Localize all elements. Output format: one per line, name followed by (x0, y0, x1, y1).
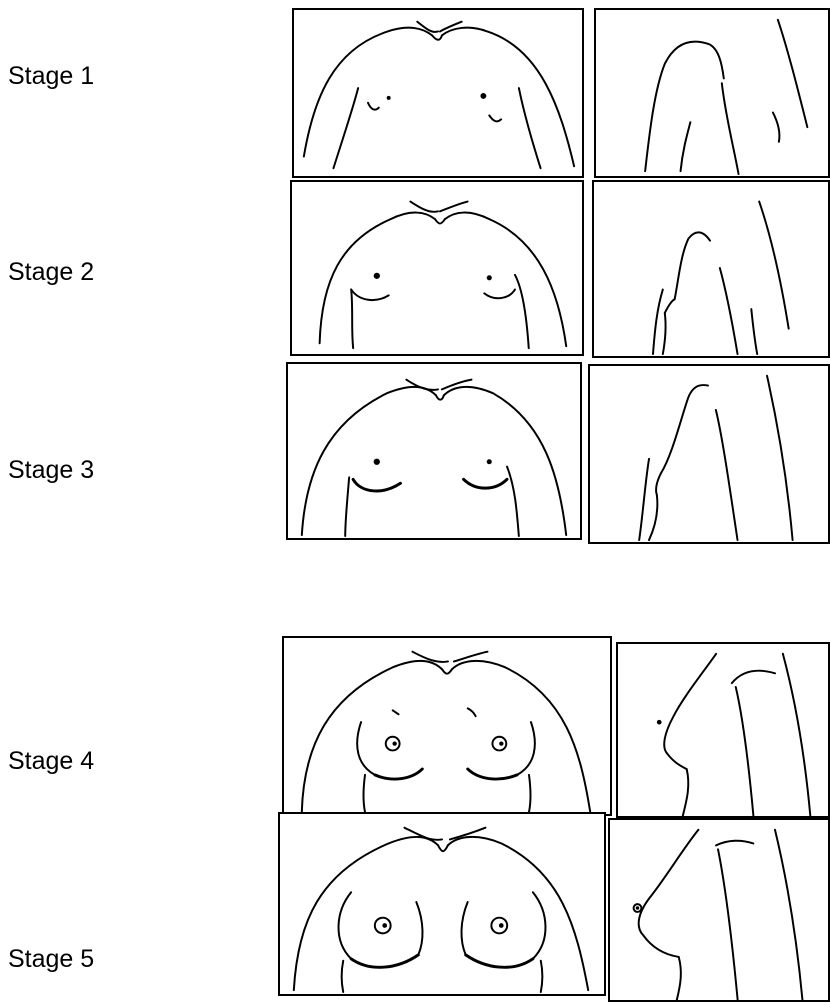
stage-5-label: Stage 5 (8, 947, 94, 972)
stage-2-front-illustration (290, 180, 584, 356)
stage-3-front-illustration (286, 362, 582, 540)
stage-4-front-illustration (282, 636, 612, 816)
stage-1-side-illustration (594, 8, 830, 178)
stage-2-side-illustration (592, 180, 830, 358)
stage-4-side-illustration (616, 642, 830, 818)
stage-4-label: Stage 4 (8, 749, 94, 774)
stage-1-front-illustration (292, 8, 584, 178)
stage-2-label: Stage 2 (8, 260, 94, 285)
stage-1-label: Stage 1 (8, 64, 94, 89)
stage-3-side-illustration (588, 364, 830, 544)
stage-5-side-illustration (608, 818, 830, 1002)
stage-5-front-illustration (278, 812, 606, 996)
stage-3-label: Stage 3 (8, 458, 94, 483)
